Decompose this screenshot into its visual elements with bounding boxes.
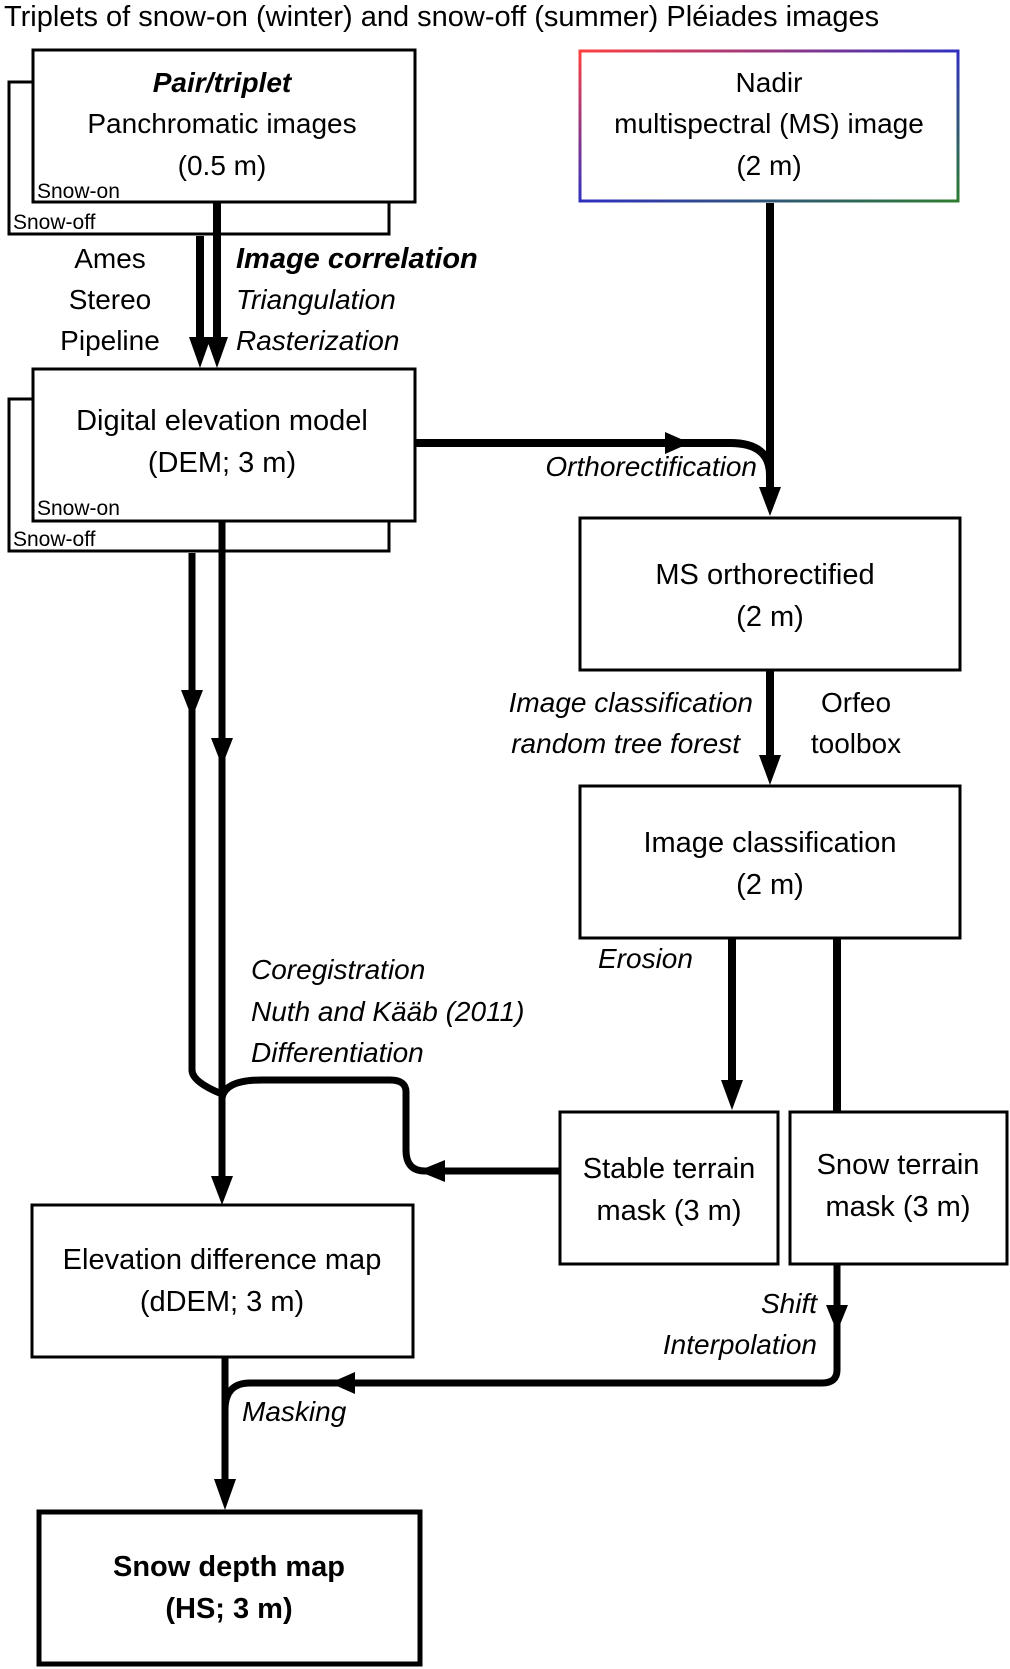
arrowhead bbox=[759, 487, 781, 516]
arrowhead bbox=[721, 1080, 743, 1110]
arrowhead bbox=[418, 1160, 445, 1182]
arrowhead bbox=[206, 337, 228, 368]
arrowhead bbox=[181, 690, 203, 718]
arrowhead bbox=[214, 1479, 236, 1510]
shift-label-2: Interpolation bbox=[663, 1329, 817, 1360]
dem-snow-off-label: Snow-off bbox=[13, 528, 96, 551]
classification-title: Image classification bbox=[643, 827, 896, 859]
classification-resolution: (2 m) bbox=[736, 869, 804, 901]
ms-orthorectified-box: MS orthorectified (2 m) bbox=[578, 516, 962, 672]
pan-snow-on-label: Snow-on bbox=[37, 180, 120, 203]
nadir-ms-image-box: Nadir multispectral (MS) image (2 m) bbox=[578, 49, 960, 203]
pan-snow-on-card bbox=[31, 48, 417, 204]
dem-resolution: (DEM; 3 m) bbox=[148, 447, 296, 479]
ddem-title: Elevation difference map bbox=[63, 1244, 382, 1276]
hs-title: Snow depth map bbox=[113, 1551, 345, 1583]
otb-label-1: Orfeo bbox=[821, 687, 891, 718]
stable-resolution: mask (3 m) bbox=[597, 1195, 742, 1227]
classif-method-2: random tree forest bbox=[511, 728, 741, 759]
corr-label-3: Rasterization bbox=[236, 325, 399, 356]
shift-label-1: Shift bbox=[761, 1288, 818, 1319]
pan-resolution: (0.5 m) bbox=[178, 150, 267, 181]
dem-snow-on-card bbox=[31, 367, 417, 523]
coreg-label-3: Differentiation bbox=[251, 1037, 424, 1068]
snow-terrain-mask-box: Snow terrain mask (3 m) bbox=[788, 1110, 1009, 1266]
ms-ortho-title: MS orthorectified bbox=[655, 559, 874, 591]
arrowhead bbox=[826, 1305, 848, 1332]
snow-mask-title: Snow terrain bbox=[817, 1149, 980, 1181]
pan-title: Pair/triplet bbox=[153, 67, 293, 98]
panchromatic-images-box: Pair/triplet Panchromatic images (0.5 m)… bbox=[7, 48, 417, 236]
asp-label-1: Ames bbox=[74, 243, 146, 274]
asp-label-2: Stereo bbox=[69, 284, 152, 315]
image-classification-box: Image classification (2 m) bbox=[578, 784, 962, 940]
arrowhead bbox=[189, 337, 211, 368]
dem-title: Digital elevation model bbox=[76, 405, 368, 437]
erosion-label: Erosion bbox=[598, 943, 693, 974]
ms-title: Nadir bbox=[736, 67, 803, 98]
otb-label-2: toolbox bbox=[811, 728, 901, 759]
stable-title: Stable terrain bbox=[583, 1153, 756, 1185]
arrowhead bbox=[330, 1372, 355, 1394]
asp-label-3: Pipeline bbox=[60, 325, 160, 356]
stable-mask-to-coregistration-arrow bbox=[218, 1076, 560, 1175]
arrowhead bbox=[759, 755, 781, 785]
arrowhead bbox=[211, 738, 233, 766]
elevation-difference-map-box: Elevation difference map (dDEM; 3 m) bbox=[30, 1203, 415, 1359]
stable-terrain-mask-box: Stable terrain mask (3 m) bbox=[558, 1110, 780, 1266]
pan-subtitle: Panchromatic images bbox=[87, 108, 356, 139]
arrowhead bbox=[211, 1176, 233, 1205]
ms-resolution: (2 m) bbox=[736, 150, 801, 181]
diagram-title: Triplets of snow-on (winter) and snow-of… bbox=[4, 1, 879, 33]
coreg-label-1: Coregistration bbox=[251, 954, 425, 985]
ms-ortho-resolution: (2 m) bbox=[736, 601, 804, 633]
hs-resolution: (HS; 3 m) bbox=[165, 1593, 292, 1625]
ms-subtitle: multispectral (MS) image bbox=[614, 108, 924, 139]
dem-to-ortho-arrow bbox=[415, 439, 774, 476]
ortho-label: Orthorectification bbox=[545, 451, 757, 482]
masking-label: Masking bbox=[242, 1396, 347, 1427]
snow-off-dem-to-ddem-line bbox=[188, 553, 224, 1098]
corr-label-2: Triangulation bbox=[236, 284, 396, 315]
classif-method-1: Image classification bbox=[509, 687, 753, 718]
snow-depth-map-box: Snow depth map (HS; 3 m) bbox=[36, 1509, 423, 1667]
corr-label-1: Image correlation bbox=[236, 243, 478, 275]
pan-snow-off-label: Snow-off bbox=[13, 211, 96, 234]
coreg-label-2: Nuth and Kääb (2011) bbox=[251, 996, 524, 1027]
snow-mask-resolution: mask (3 m) bbox=[826, 1191, 971, 1223]
ddem-resolution: (dDEM; 3 m) bbox=[140, 1286, 304, 1318]
arrowhead bbox=[665, 432, 690, 454]
dem-box: Digital elevation model (DEM; 3 m) Snow-… bbox=[7, 367, 417, 553]
dem-snow-on-label: Snow-on bbox=[37, 497, 120, 520]
